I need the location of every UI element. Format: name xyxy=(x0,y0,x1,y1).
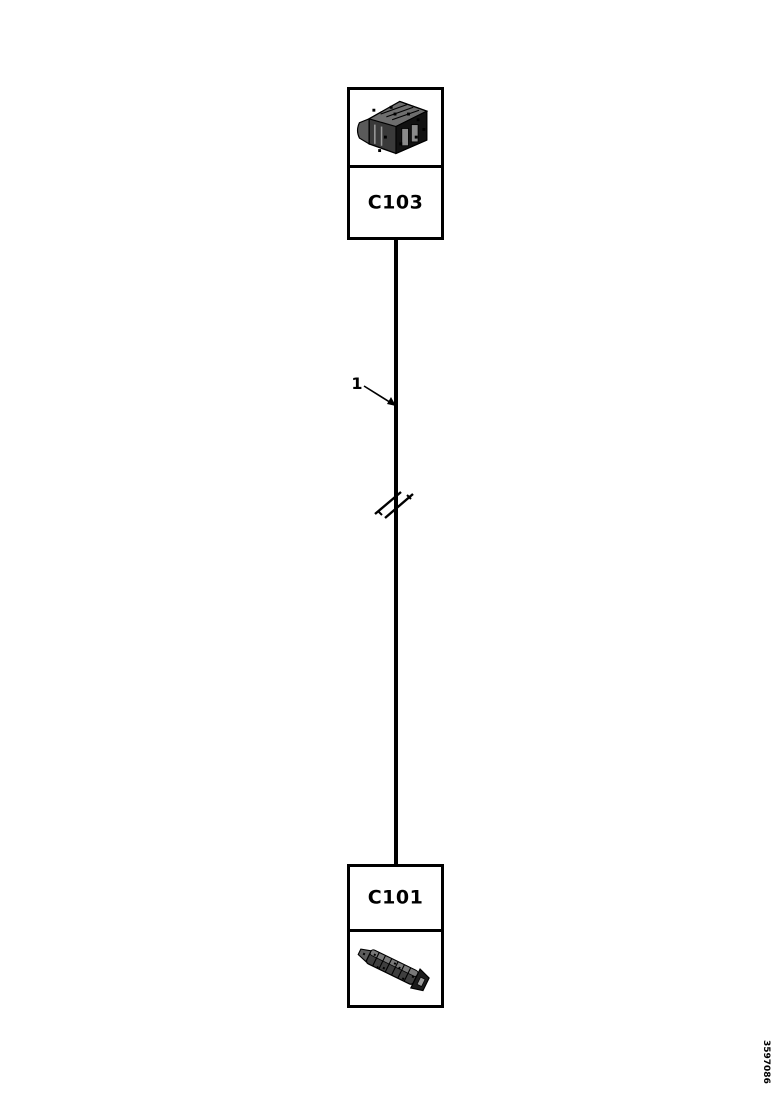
document-id-label: 3597086 xyxy=(761,1040,771,1084)
connector-bottom-label-cell: C101 xyxy=(350,867,441,932)
wire-number-leader-line xyxy=(363,385,397,407)
connector-bottom-photo-cell xyxy=(350,932,441,1005)
connector-top-photo-cell xyxy=(350,90,441,168)
multi-pin-rectangular-connector-photo xyxy=(356,100,429,155)
inline-pin-connector-photo xyxy=(357,948,430,992)
wire-1-conductor xyxy=(394,238,398,866)
connector-top-label-cell: C103 xyxy=(350,168,441,237)
connector-bottom-label: C101 xyxy=(367,886,424,909)
wire-number-1-label: 1 xyxy=(351,374,363,393)
connector-block-bottom[interactable]: C101 xyxy=(347,864,444,1008)
connector-block-top[interactable]: C103 xyxy=(347,87,444,240)
wire-break-symbol xyxy=(374,491,414,519)
connector-top-label: C103 xyxy=(367,191,424,213)
